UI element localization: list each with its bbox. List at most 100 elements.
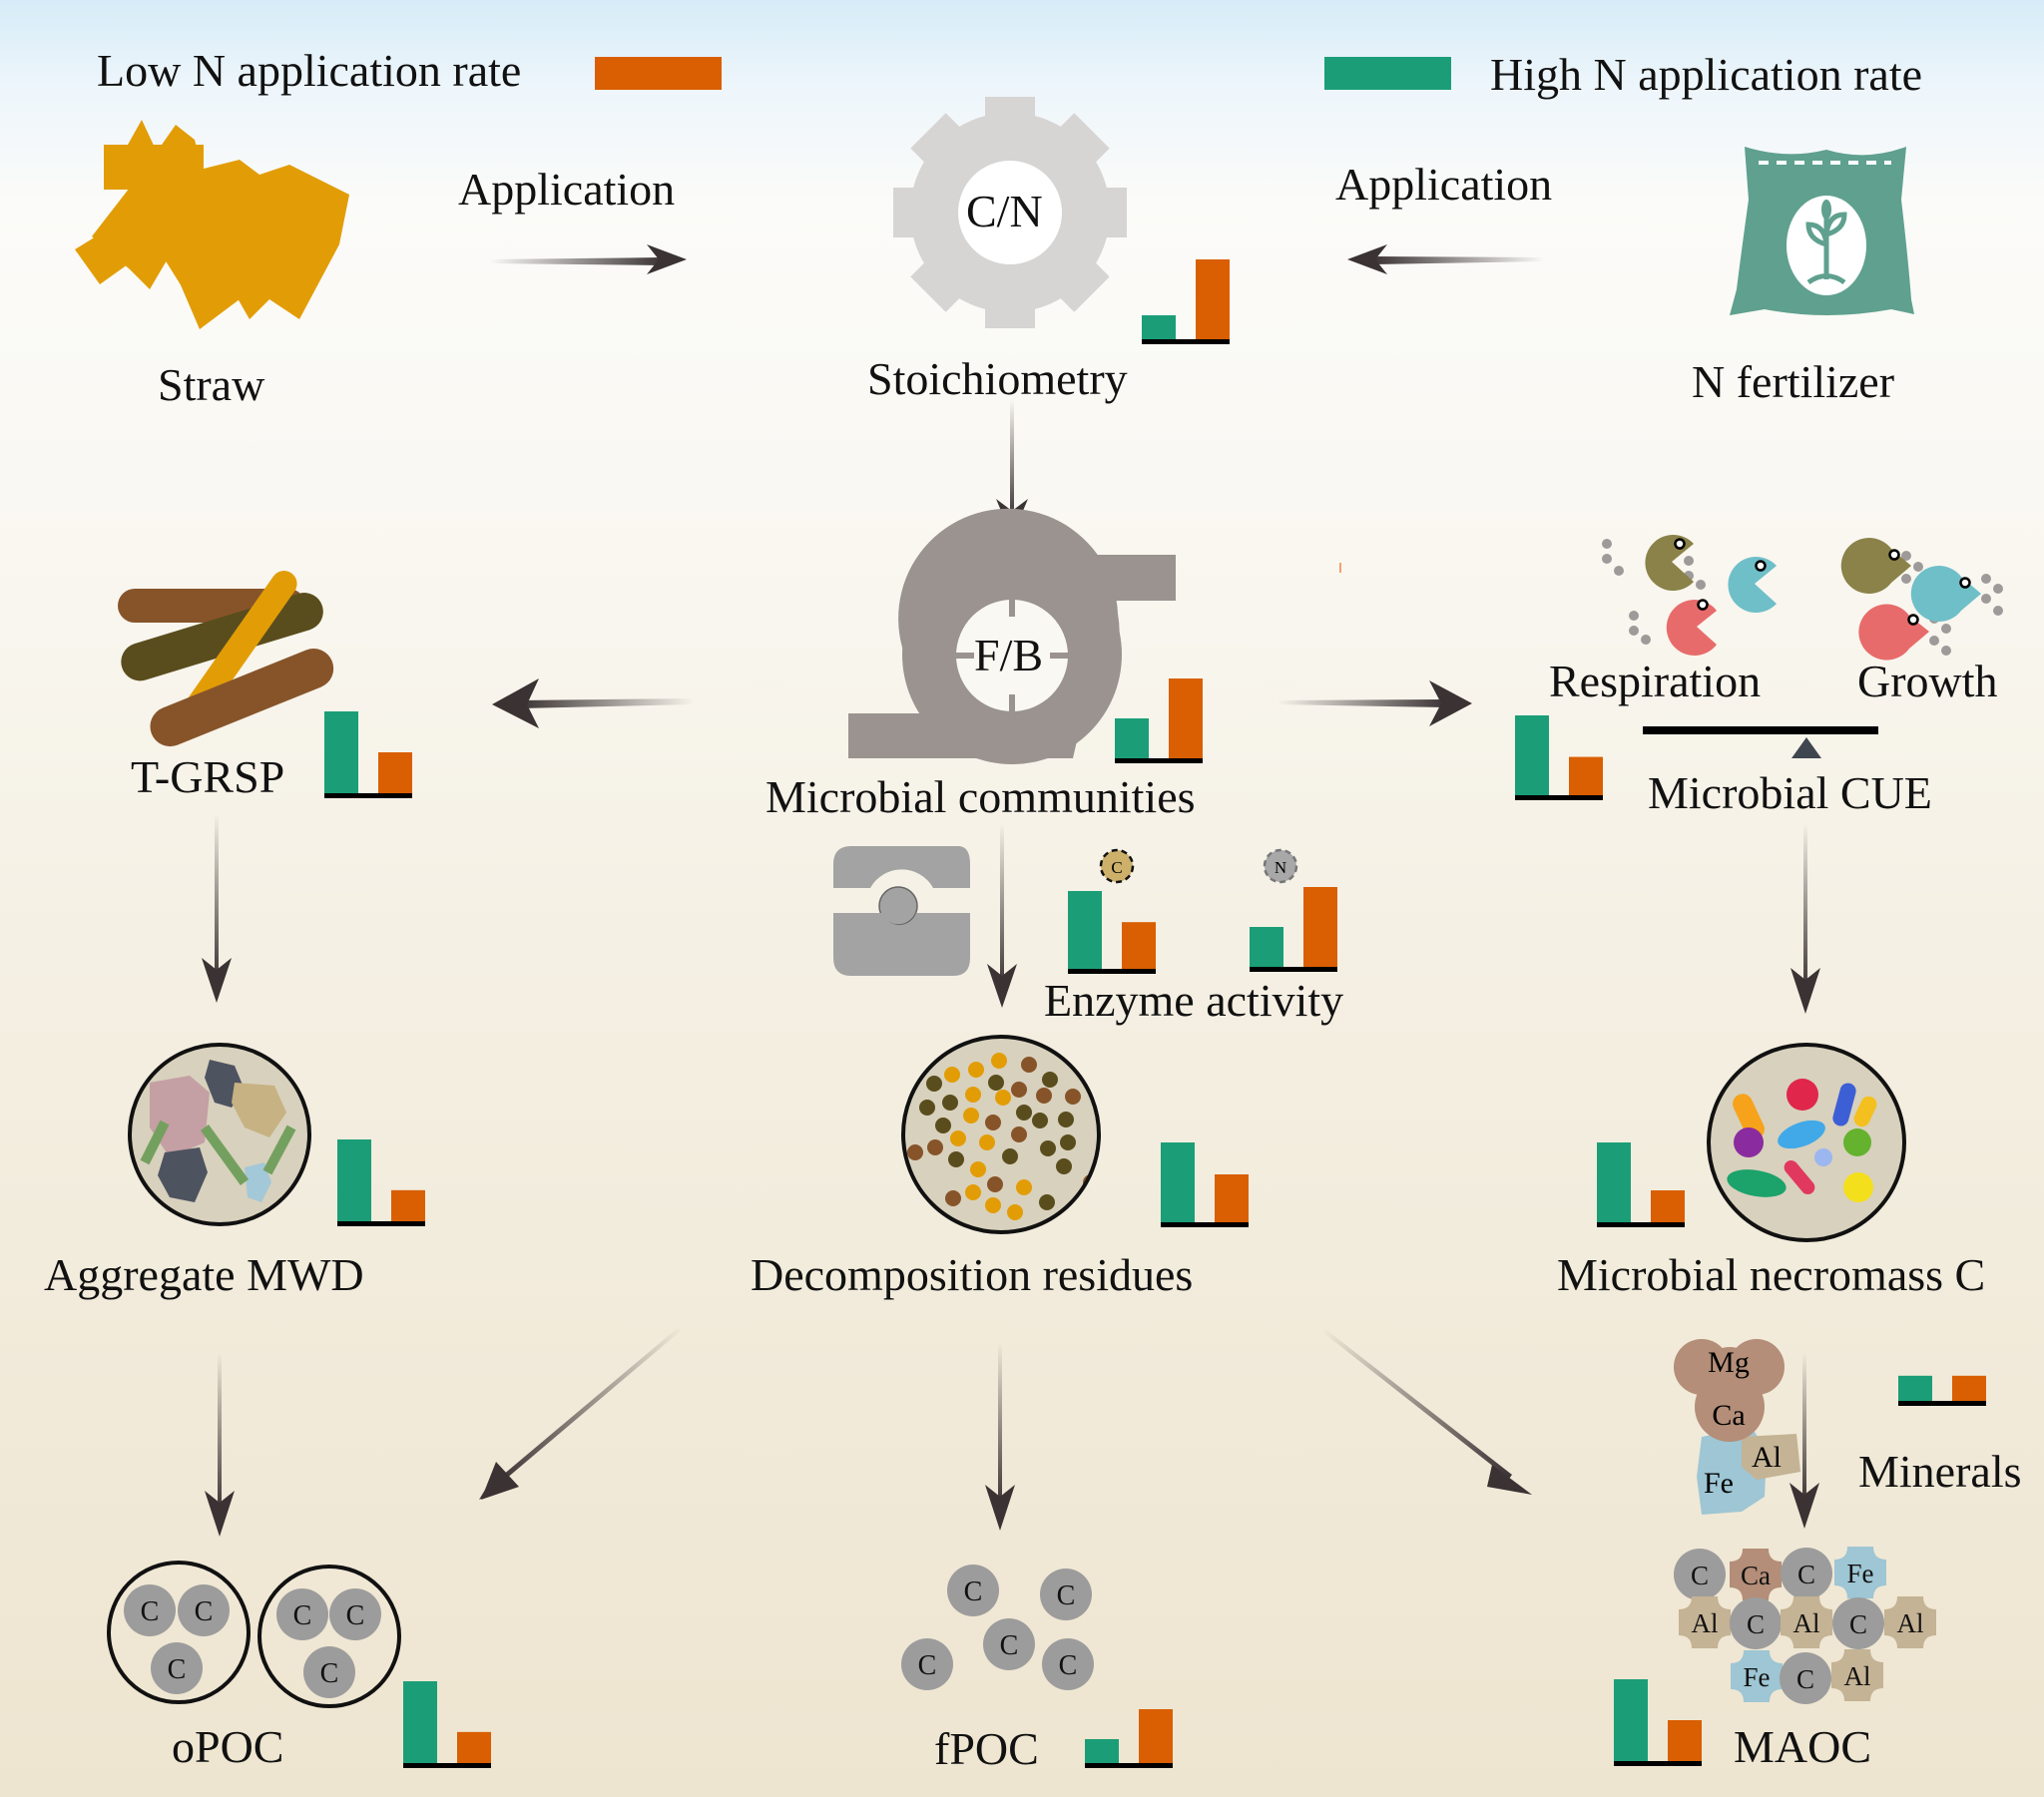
- residue-particle: [963, 1108, 979, 1123]
- maoc-mineral-al: [1679, 1596, 1731, 1648]
- carbon-particle-label: C: [918, 1650, 937, 1681]
- residues-icon: [901, 1035, 1101, 1234]
- mini-chart-maoc: [1614, 1679, 1702, 1766]
- residue-particle: [1011, 1126, 1027, 1142]
- bar-high-n: [1597, 1142, 1631, 1222]
- tgrsp-label: T-GRSP: [131, 751, 285, 802]
- mini-bar-charts: [324, 259, 1986, 1768]
- bar-low-n: [1215, 1174, 1249, 1222]
- carbon-particle-label: C: [320, 1658, 339, 1689]
- bar-low-n: [378, 752, 412, 793]
- bar-baseline: [1597, 1222, 1685, 1227]
- bar-baseline: [1161, 1222, 1249, 1227]
- residue-particle: [919, 1100, 935, 1116]
- microbial-necromass-label: Microbial necromass C: [1557, 1249, 1986, 1300]
- bar-baseline: [403, 1763, 491, 1768]
- bar-baseline: [337, 1221, 425, 1226]
- mini-chart-fpoc: [1085, 1709, 1173, 1768]
- residue-particle: [944, 1067, 960, 1083]
- stoichiometry-label: Stoichiometry: [867, 353, 1128, 404]
- maoc-mineral-fe: [1834, 1547, 1886, 1598]
- maoc-element-label: Al: [1692, 1608, 1719, 1638]
- carbon-particle: [947, 1565, 999, 1616]
- carbon-particle-label: C: [195, 1596, 214, 1627]
- residue-particle: [987, 1176, 1003, 1192]
- residue-particle: [970, 1161, 986, 1177]
- residue-particle: [950, 1130, 966, 1146]
- residue-particle: [995, 1090, 1011, 1106]
- bar-baseline: [324, 793, 412, 798]
- microbes-icon: [1707, 1043, 1906, 1242]
- mini-chart-microbial-cue: [1515, 715, 1603, 800]
- arrow-fertilizer-to-stoichiometry: [1347, 244, 1545, 274]
- carbon-particle-label: C: [964, 1576, 983, 1607]
- bar-high-n: [324, 711, 358, 793]
- maoc-element-label: C: [1797, 1560, 1815, 1589]
- enzyme-activity-label: Enzyme activity: [1044, 975, 1344, 1026]
- residue-particle: [1042, 1072, 1058, 1088]
- mineral-fe: Fe: [1704, 1467, 1734, 1500]
- bar-high-n: [337, 1139, 371, 1221]
- carbon-particle: [124, 1584, 176, 1636]
- residue-particle: [1011, 1082, 1027, 1098]
- maoc-element-label: Ca: [1741, 1561, 1771, 1590]
- respiration-microbes-icon: [1602, 535, 1777, 657]
- carbon-particle-label: C: [346, 1600, 365, 1631]
- residue-particle: [991, 1053, 1007, 1069]
- arrow-residues-to-fpoc: [985, 1342, 1015, 1531]
- bar-low-n: [1139, 1709, 1173, 1763]
- carbon-particle-label: C: [168, 1654, 187, 1685]
- carbon-particle: [151, 1642, 203, 1694]
- arrow-cue-to-necromass: [1790, 823, 1820, 1014]
- growth-label: Growth: [1857, 656, 1998, 706]
- arrow-communities-to-cue: [1278, 680, 1472, 726]
- gear-icon: [893, 97, 1127, 328]
- bar-high-n: [1250, 927, 1283, 967]
- mini-chart-enzyme-activity-n: [1250, 887, 1337, 972]
- residue-particle: [935, 1118, 951, 1133]
- carbon-particle: [1040, 1569, 1092, 1620]
- residue-particle: [1036, 1088, 1052, 1104]
- bar-baseline: [1142, 339, 1230, 344]
- carbon-badge-icon: C: [1099, 848, 1135, 884]
- mini-chart-decomposition-residues: [1161, 1142, 1249, 1227]
- residue-particle: [1039, 1194, 1055, 1210]
- mini-chart-t-grsp: [324, 711, 412, 798]
- arrow-necromass-to-maoc: [1789, 1352, 1819, 1529]
- nitrogen-badge-text: N: [1275, 858, 1286, 877]
- carbon-badge-text: C: [1111, 858, 1122, 877]
- bar-low-n: [1196, 259, 1230, 339]
- carbon-particle: [901, 1638, 953, 1690]
- seesaw-icon: [1643, 726, 1878, 758]
- bar-low-n: [1668, 1720, 1702, 1761]
- bar-low-n: [1169, 678, 1203, 758]
- residue-particle: [968, 1062, 984, 1078]
- residue-particle: [1058, 1112, 1074, 1127]
- carbon-particle: [983, 1618, 1035, 1670]
- maoc-element-label: Al: [1793, 1608, 1820, 1638]
- bar-low-n: [1569, 756, 1603, 795]
- arrow-aggregate-to-opoc: [205, 1352, 235, 1537]
- bar-low-n: [1303, 887, 1337, 967]
- residue-particle: [985, 1197, 1001, 1213]
- bar-high-n: [403, 1681, 437, 1763]
- minerals-icon: Mg Ca Al Fe: [1674, 1339, 1800, 1515]
- mini-chart-microbial-necromass-c: [1597, 1142, 1685, 1227]
- microbial-cue-label: Microbial CUE: [1648, 767, 1932, 818]
- bar-baseline: [1614, 1761, 1702, 1766]
- bar-high-n: [1614, 1679, 1648, 1761]
- straw-icon: [75, 120, 349, 329]
- residue-particle: [948, 1151, 964, 1167]
- legend-high-swatch: [1324, 57, 1451, 90]
- bar-low-n: [1952, 1375, 1986, 1401]
- maoc-carbon: [1730, 1597, 1782, 1649]
- bar-baseline: [1898, 1401, 1986, 1406]
- arrow-residues-to-opoc: [479, 1327, 682, 1500]
- mineral-al: Al: [1752, 1441, 1782, 1474]
- maoc-label: MAOC: [1734, 1721, 1872, 1772]
- maoc-carbon: [1674, 1549, 1726, 1600]
- pump-icon: [848, 508, 1176, 764]
